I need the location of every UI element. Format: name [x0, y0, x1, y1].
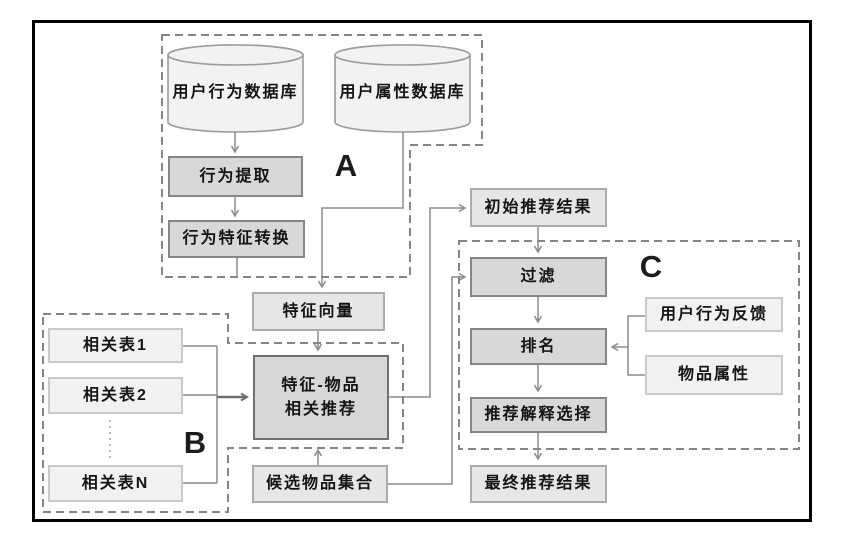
- feature-item-line1: 特征-物品: [281, 377, 361, 395]
- user-attribute-database-cylinder: [334, 44, 471, 133]
- feature-item-line2: 相关推荐: [284, 400, 357, 418]
- node-filter: 过滤: [470, 257, 607, 297]
- node-feature-vector: 特征向量: [252, 292, 385, 331]
- node-ranking: 排名: [470, 328, 607, 365]
- node-explanation-select: 推荐解释选择: [470, 397, 607, 433]
- edge-candidate-to-filter: [388, 272, 467, 485]
- group-c-outline: [458, 240, 800, 450]
- user-behavior-database-cylinder: [167, 44, 304, 133]
- user-attribute-db-label: 用户属性数据库: [339, 84, 466, 101]
- edge-feedback-attr-bracket: [627, 315, 645, 376]
- node-behavior-feature-transform: 行为特征转换: [168, 220, 305, 258]
- node-related-table-1: 相关表1: [48, 328, 183, 363]
- node-final-recommend-result: 最终推荐结果: [470, 465, 607, 503]
- group-c-label: C: [639, 249, 663, 284]
- node-initial-recommend-result: 初始推荐结果: [470, 188, 607, 227]
- node-user-behavior-feedback: 用户行为反馈: [645, 297, 783, 332]
- group-b-outline: [42, 313, 404, 513]
- group-a-label: A: [334, 148, 358, 183]
- connector-lines: [183, 132, 645, 485]
- node-related-table-n: 相关表N: [48, 465, 183, 502]
- node-behavior-extract: 行为提取: [168, 156, 303, 197]
- node-feature-item-recommend: 特征-物品 相关推荐: [253, 355, 389, 440]
- node-related-table-2: 相关表2: [48, 377, 183, 414]
- edge-featureitem-to-initialresult: [388, 203, 467, 398]
- node-item-attribute: 物品属性: [645, 355, 783, 395]
- outer-frame: [32, 20, 812, 522]
- user-behavior-db-label: 用户行为数据库: [172, 84, 299, 101]
- group-a-outline: [161, 34, 483, 278]
- edge-attributedb-to-featurevector: [317, 132, 404, 289]
- group-b-label: B: [183, 425, 207, 460]
- node-candidate-item-set: 候选物品集合: [252, 465, 388, 503]
